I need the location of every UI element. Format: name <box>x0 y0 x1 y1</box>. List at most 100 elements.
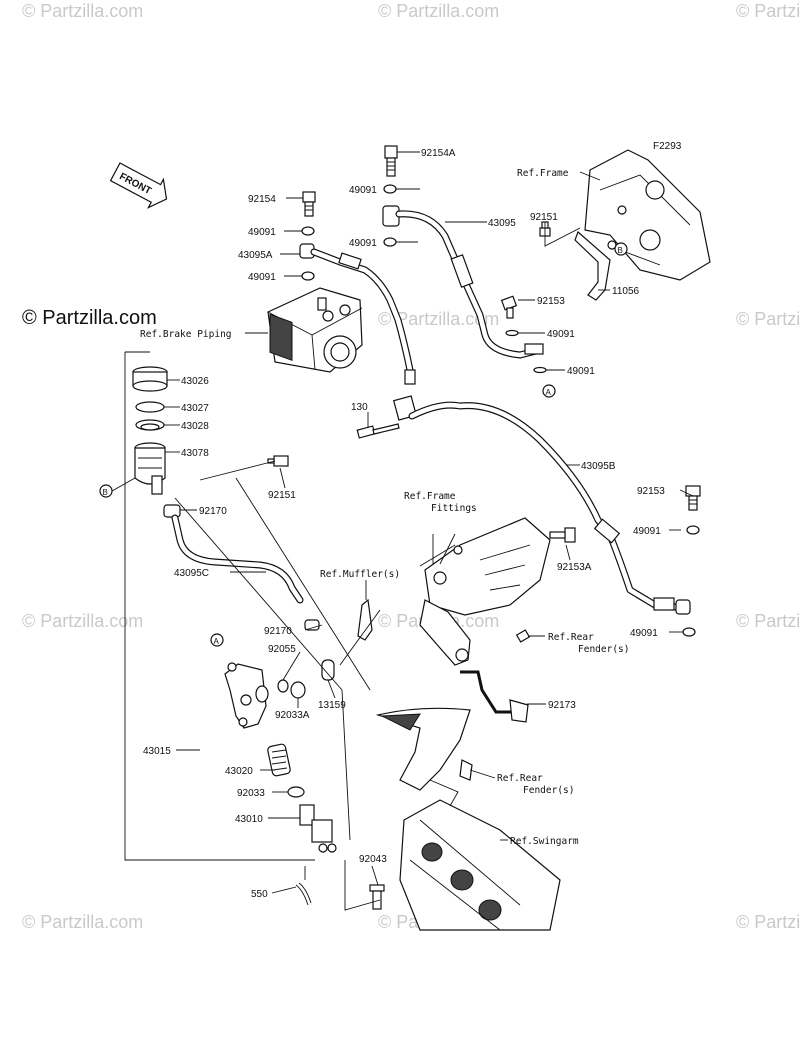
callout-b-left-letter: B <box>103 488 108 497</box>
reservoir-43078 <box>134 442 166 495</box>
ref-rear-fender-1-line2: Fender(s) <box>578 644 629 655</box>
ref-frame-fittings-line2: Fittings <box>431 503 477 514</box>
label-92170-a: 92170 <box>199 506 227 517</box>
plate-43027 <box>135 401 165 413</box>
label-550: 550 <box>251 889 268 900</box>
assembly-lines <box>124 351 456 911</box>
callout-b-left: B <box>99 484 113 498</box>
label-92055: 92055 <box>268 644 296 655</box>
washer-49091-c <box>383 237 397 247</box>
callout-b-top: B <box>614 242 628 256</box>
watermark-bottom-left: © Partzilla.com <box>22 912 143 932</box>
label-43015: 43015 <box>143 746 171 757</box>
cotter-pin-550 <box>295 882 312 906</box>
front-arrow-icon: FRONT <box>109 162 168 209</box>
ref-frame: Ref.Frame <box>517 168 569 179</box>
label-43078: 43078 <box>181 448 209 459</box>
label-11056: 11056 <box>612 286 640 297</box>
clamp-92170-a <box>163 504 181 518</box>
leader-lines <box>111 151 694 894</box>
part-labels: 92154A 49091 43095 92154 49091 43095A 49… <box>143 148 665 900</box>
ref-brake-piping: Ref.Brake Piping <box>140 329 232 340</box>
label-49091-f: 49091 <box>567 366 595 377</box>
callout-b-top-letter: B <box>618 246 623 255</box>
hose-13159 <box>321 659 335 681</box>
watermark-lower-right: © Partzilla.com <box>736 611 800 631</box>
bolt-92153-right <box>685 485 701 511</box>
watermark-lower-left: © Partzilla.com <box>22 611 143 631</box>
hose-43095 <box>382 205 544 359</box>
washer-49091-b <box>301 226 315 236</box>
seal-92033A <box>290 681 306 699</box>
watermark-top-right: © Partzilla.com <box>736 1 800 21</box>
label-92154: 92154 <box>248 194 276 205</box>
label-92153-top: 92153 <box>537 296 565 307</box>
hose-43095C <box>171 514 304 604</box>
label-49091-e: 49091 <box>547 329 575 340</box>
washer-49091-a <box>383 184 397 194</box>
frame-fittings-bracket <box>419 517 551 666</box>
label-13159: 13159 <box>318 700 346 711</box>
piston-43020 <box>267 743 291 777</box>
label-92173: 92173 <box>548 700 576 711</box>
muffler-hook <box>357 598 373 641</box>
callout-a-top-letter: A <box>546 388 552 397</box>
ref-rear-fender-1-line1: Ref.Rear <box>548 632 594 643</box>
label-92154A: 92154A <box>421 148 456 159</box>
watermark-mid-right: © Partzilla.com <box>736 309 800 329</box>
callout-a-top: A <box>542 384 556 398</box>
label-43026: 43026 <box>181 376 209 387</box>
washer-49091-h <box>682 627 696 637</box>
washer-49091-g <box>686 525 700 535</box>
label-49091-c: 49091 <box>349 238 377 249</box>
diagram-code: F2293 <box>653 141 682 152</box>
hose-43095A <box>299 243 416 385</box>
label-43028: 43028 <box>181 421 209 432</box>
bolt-92154A <box>384 145 398 177</box>
watermark-top-center: © Partzilla.com <box>378 1 499 21</box>
label-49091-b: 49091 <box>248 227 276 238</box>
callout-a-left: A <box>210 633 224 647</box>
watermark-bottom-right: © Partzilla.com <box>736 912 800 932</box>
label-43010: 43010 <box>235 814 263 825</box>
label-92170-b: 92170 <box>264 626 292 637</box>
brand-logo-text: © Partzilla.com <box>22 307 157 329</box>
master-cylinder <box>224 662 269 729</box>
washer-49091-e <box>505 329 519 337</box>
label-43095B: 43095B <box>581 461 616 472</box>
washer-49091-d <box>301 271 315 281</box>
label-43095A: 43095A <box>238 250 273 261</box>
push-rod-43010 <box>299 804 337 853</box>
label-49091-a: 49091 <box>349 185 377 196</box>
bolt-92153-top <box>500 295 518 319</box>
clamp-92170-b <box>304 619 320 631</box>
label-49091-d: 49091 <box>248 272 276 283</box>
ref-frame-fittings-line1: Ref.Frame <box>404 491 456 502</box>
diaphragm-43028 <box>135 419 165 431</box>
ref-swingarm: Ref.Swingarm <box>510 836 579 847</box>
hose-43095B <box>408 401 691 615</box>
label-43095: 43095 <box>488 218 516 229</box>
bracket-92173 <box>459 629 531 781</box>
label-43095C: 43095C <box>174 568 209 579</box>
label-49091-h: 49091 <box>630 628 658 639</box>
bolt-92153A <box>549 527 576 543</box>
label-92153-right: 92153 <box>637 486 665 497</box>
label-92033A: 92033A <box>275 710 310 721</box>
reservoir-cap-43026 <box>132 366 168 392</box>
label-92151-top: 92151 <box>530 212 558 223</box>
seal-92055 <box>277 679 289 693</box>
washer-49091-f <box>533 366 547 374</box>
label-130: 130 <box>351 402 368 413</box>
label-49091-g: 49091 <box>633 526 661 537</box>
frame-bracket <box>574 149 711 301</box>
ref-muffler: Ref.Muffler(s) <box>320 569 400 580</box>
label-92153A: 92153A <box>557 562 592 573</box>
swingarm <box>399 799 561 931</box>
abs-unit <box>267 287 363 373</box>
bolt-92151-mid <box>267 455 289 467</box>
label-43020: 43020 <box>225 766 253 777</box>
circlip-92033 <box>287 786 305 798</box>
reference-labels: Ref.Frame Ref.Brake Piping Ref.Frame Fit… <box>140 168 629 847</box>
